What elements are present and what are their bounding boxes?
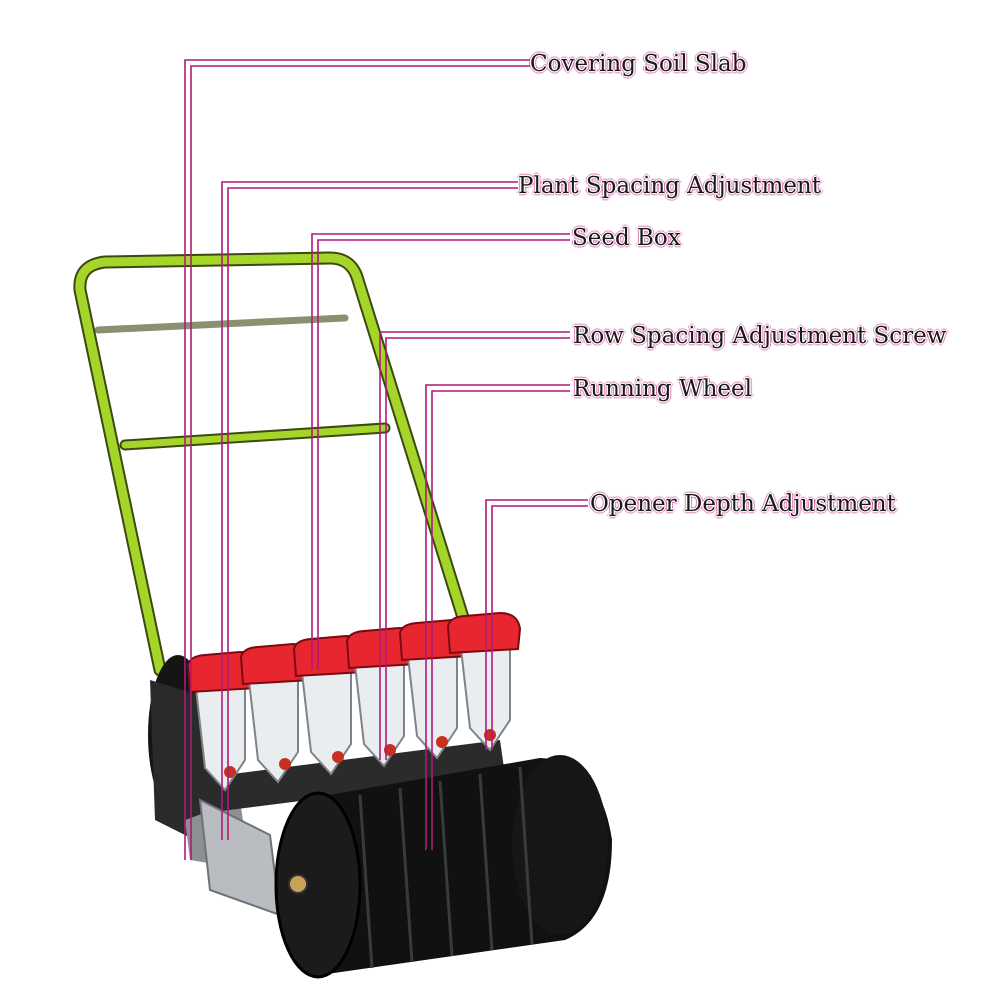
- leader-lines: [184, 59, 588, 860]
- label-plant-spacing-adjustment: Plant Spacing Adjustment: [518, 173, 821, 199]
- hopper-frame: [185, 740, 505, 815]
- seed-boxes: [186, 611, 522, 792]
- label-seed-box: Seed Box: [572, 225, 681, 251]
- leader-line-opener-depth: [485, 499, 588, 750]
- leader-line-row-spacing: [379, 331, 570, 760]
- label-row-spacing-adjustment-screw: Row Spacing Adjustment Screw: [573, 323, 947, 349]
- leader-line-running-wheel: [425, 384, 570, 850]
- seed-box: [186, 650, 262, 792]
- seed-box: [446, 611, 522, 752]
- running-wheel: [274, 755, 612, 979]
- leader-line-seed-box: [311, 233, 570, 670]
- label-covering-soil-slab: Covering Soil Slab: [530, 51, 747, 77]
- label-opener-depth-adjustment: Opener Depth Adjustment: [590, 491, 896, 517]
- handle-frame: [73, 251, 477, 677]
- leader-line-row-spacing-inner: [385, 337, 570, 760]
- label-running-wheel: Running Wheel: [573, 376, 752, 402]
- leader-line-covering-soil-slab: [184, 59, 530, 860]
- leader-line-covering-soil-slab-inner: [190, 65, 530, 860]
- leader-line-plant-spacing-inner: [227, 187, 518, 840]
- leader-line-seed-box-inner: [317, 239, 570, 670]
- leader-line-opener-depth-inner: [491, 505, 588, 750]
- leader-line-running-wheel-inner: [431, 390, 570, 850]
- seeder-illustration: [73, 251, 612, 979]
- leader-line-plant-spacing: [221, 181, 518, 840]
